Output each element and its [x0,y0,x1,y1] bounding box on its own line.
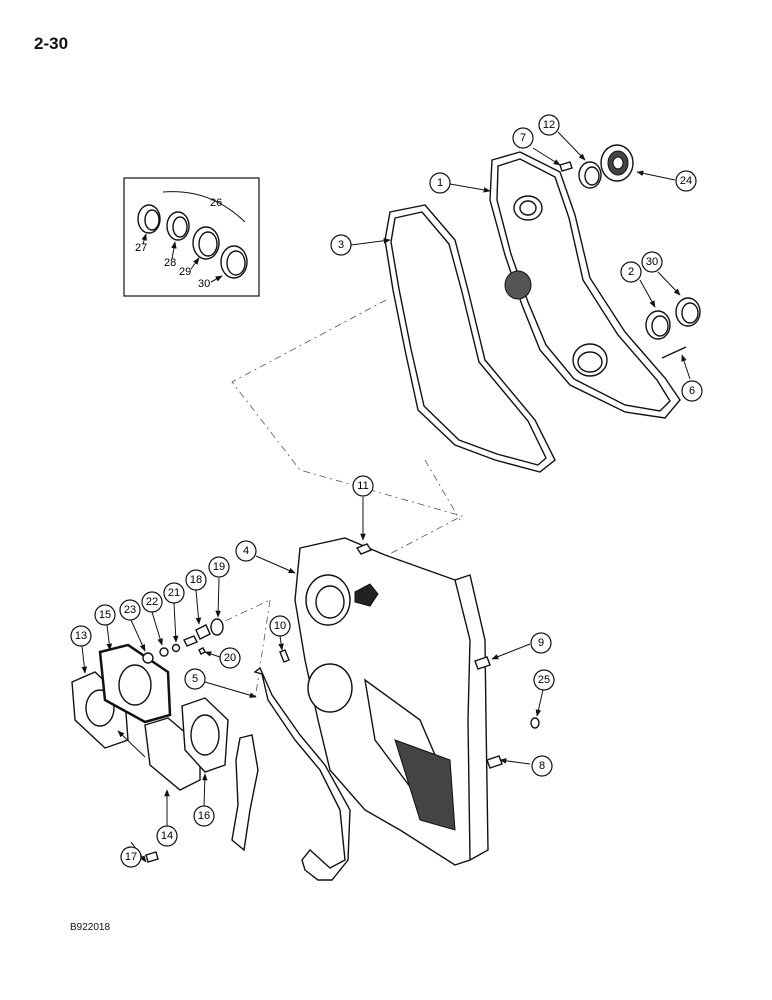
gear-housing [294,537,489,866]
gasket [384,204,556,473]
svg-text:1: 1 [437,177,443,189]
upper-seals [559,144,701,359]
callout-22: 22 [141,591,163,613]
callout-12: 12 [538,114,560,136]
svg-text:19: 19 [213,561,225,573]
callout-5: 5 [184,668,206,690]
svg-text:12: 12 [543,119,555,131]
inset-label-26: 26 [210,197,222,209]
callout-23: 23 [119,599,141,621]
svg-text:14: 14 [161,830,173,842]
svg-text:6: 6 [689,385,695,397]
svg-text:17: 17 [125,851,137,863]
svg-text:7: 7 [520,132,526,144]
svg-text:5: 5 [192,673,198,685]
svg-text:3: 3 [338,239,344,251]
svg-text:16: 16 [198,810,210,822]
svg-text:30: 30 [646,256,658,268]
small-hardware [142,618,540,863]
callout-6: 6 [681,380,703,402]
callout-24: 24 [675,170,697,192]
callout-2: 2 [620,261,642,283]
svg-text:10: 10 [274,620,286,632]
callout-4: 4 [235,540,257,562]
seal-kit-inset: 26 27 28 29 30 [123,177,260,297]
svg-text:2: 2 [628,266,634,278]
front-cover [489,151,681,419]
svg-text:25: 25 [538,674,550,686]
callout-7: 7 [512,127,534,149]
svg-text:24: 24 [680,175,692,187]
callout-15: 15 [94,604,116,626]
svg-text:4: 4 [243,545,249,557]
callout-19: 19 [208,556,230,578]
svg-text:13: 13 [75,630,87,642]
callout-10: 10 [269,615,291,637]
inset-label-28: 28 [164,257,176,269]
inset-label-29: 29 [179,266,191,278]
svg-text:8: 8 [539,760,545,772]
lower-gasket [231,666,351,881]
callout-30: 30 [641,251,663,273]
svg-text:23: 23 [124,604,136,616]
callout-11: 11 [352,475,374,497]
callouts: 1 2 3 4 5 6 7 8 9 10 11 12 13 14 15 16 1… [70,114,703,868]
svg-text:21: 21 [168,587,180,599]
svg-text:15: 15 [99,609,111,621]
svg-text:22: 22 [146,596,158,608]
inset-label-30: 30 [198,278,210,290]
svg-text:11: 11 [357,480,368,492]
figure-code: B922018 [70,922,111,933]
callout-20: 20 [219,647,241,669]
svg-text:18: 18 [190,574,202,586]
callout-9: 9 [530,632,552,654]
left-plates [71,643,229,791]
callout-1: 1 [429,172,451,194]
inset-label-27: 27 [135,242,147,254]
page-number: 2-30 [34,34,69,53]
svg-text:20: 20 [224,652,236,664]
callout-14: 14 [156,825,178,847]
callout-17: 17 [120,846,142,868]
callout-25: 25 [533,669,555,691]
callout-13: 13 [70,625,92,647]
callout-21: 21 [163,582,185,604]
callout-8: 8 [531,755,553,777]
svg-text:9: 9 [538,637,544,649]
callout-18: 18 [185,569,207,591]
callout-16: 16 [193,805,215,827]
callout-3: 3 [330,234,352,256]
